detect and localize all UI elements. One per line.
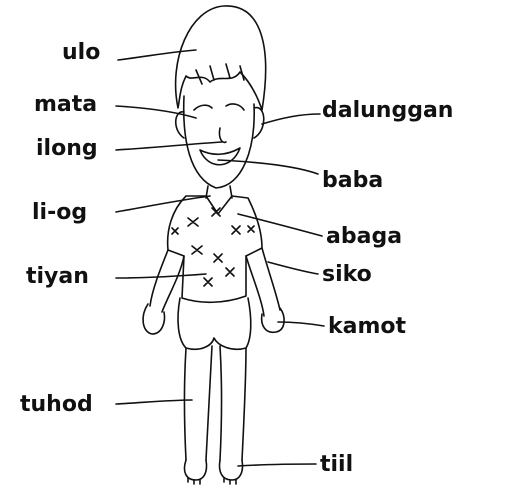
leader-line-li-og — [116, 196, 210, 212]
leader-line-tiil — [238, 464, 316, 466]
leader-line-dalunggan — [262, 114, 320, 124]
left-hand — [143, 304, 164, 334]
right-ear — [254, 108, 264, 138]
left-ear — [176, 112, 184, 138]
leader-line-baba — [218, 160, 318, 174]
leader-line-tiyan — [116, 274, 206, 278]
label-baba: baba — [322, 170, 383, 192]
label-abaga: abaga — [326, 226, 402, 248]
hair-strands — [196, 64, 244, 84]
leader-line-abaga — [238, 214, 322, 236]
label-ulo: ulo — [62, 42, 100, 64]
leader-line-kamot — [278, 322, 324, 326]
label-kamot: kamot — [328, 316, 406, 338]
left-foot — [184, 460, 206, 480]
left-leg — [185, 346, 213, 460]
hair-outline — [176, 6, 266, 110]
label-mata: mata — [34, 94, 97, 116]
leader-line-siko — [268, 262, 318, 274]
leader-line-ilong — [116, 142, 222, 150]
label-ilong: ilong — [36, 138, 98, 160]
shirt-stars — [172, 208, 254, 286]
mouth — [200, 148, 240, 165]
label-tuhod: tuhod — [20, 394, 93, 416]
right-hand — [262, 308, 284, 332]
right-arm — [246, 248, 280, 316]
label-tiil: tiil — [320, 454, 353, 476]
leader-line-ulo — [118, 50, 196, 60]
nose — [219, 128, 226, 142]
label-tiyan: tiyan — [26, 266, 89, 288]
right-foot — [220, 460, 243, 480]
leader-line-tuhod — [116, 400, 192, 404]
label-siko: siko — [322, 264, 372, 286]
right-leg — [220, 346, 246, 460]
label-li-og: li-og — [32, 202, 87, 224]
label-dalunggan: dalunggan — [322, 100, 453, 122]
shorts — [178, 298, 251, 349]
eyebrows — [194, 104, 244, 110]
